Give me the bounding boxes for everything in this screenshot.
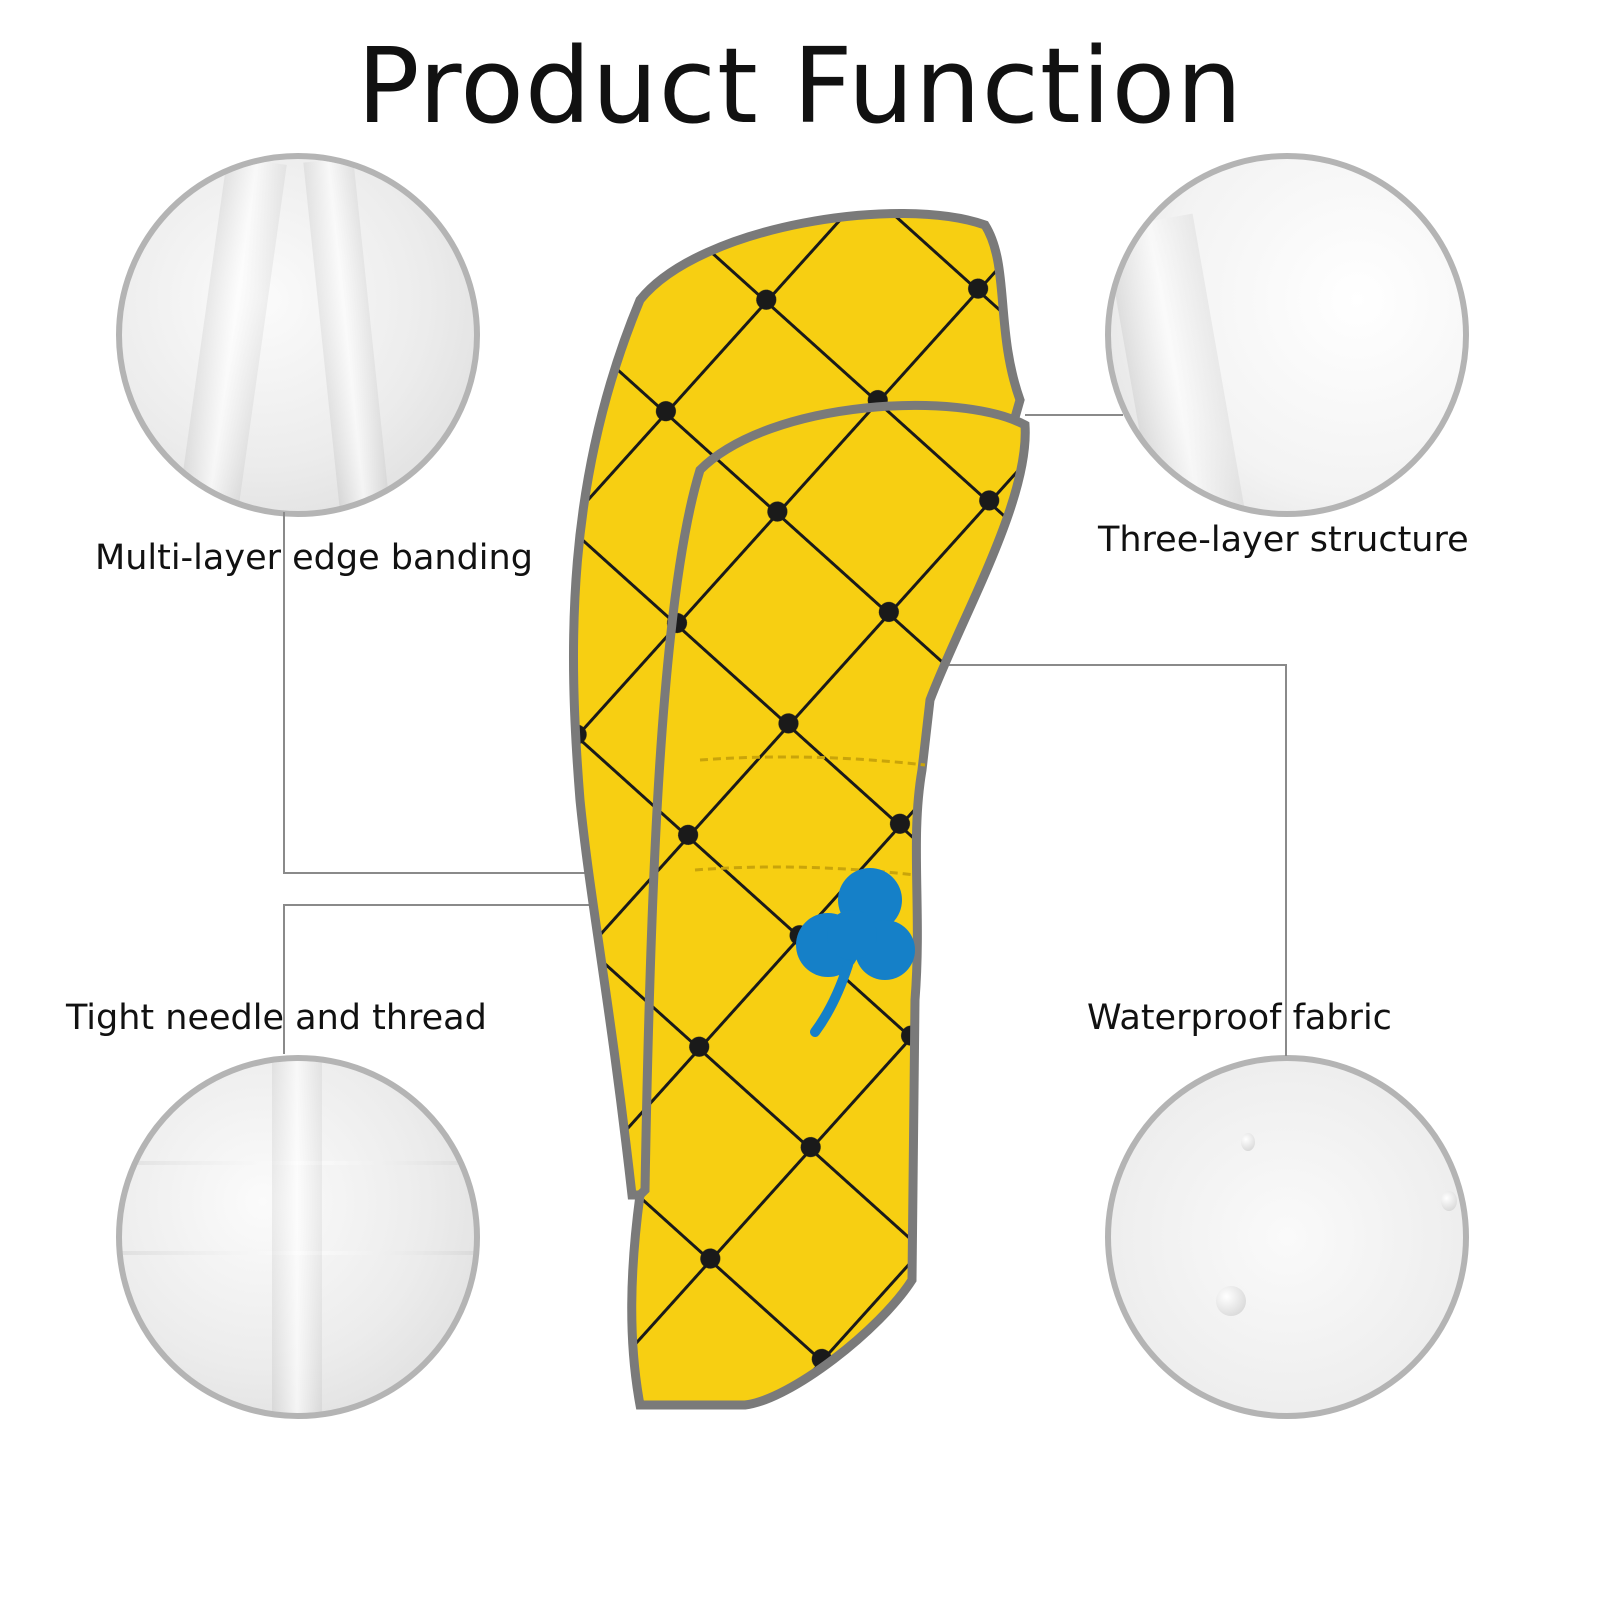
- feature-label-edge-banding: Multi-layer edge banding: [95, 538, 533, 578]
- connector-line: [283, 904, 598, 906]
- connector-line: [283, 872, 593, 874]
- feature-label-three-layer: Three-layer structure: [1098, 520, 1469, 560]
- detail-circle-waterproof: [1105, 1055, 1469, 1419]
- detail-circle-three-layer: [1105, 153, 1469, 517]
- clover-icon: [796, 868, 915, 1037]
- connector-line: [283, 512, 285, 874]
- feature-label-stitching: Tight needle and thread: [66, 998, 487, 1038]
- connector-line: [1285, 664, 1287, 1056]
- feature-label-waterproof: Waterproof fabric: [1087, 998, 1392, 1038]
- connector-line: [1025, 414, 1123, 416]
- detail-circle-edge-banding: [116, 153, 480, 517]
- headcover-front-panel: [627, 400, 1030, 1410]
- connector-line: [900, 664, 1287, 666]
- page-title: Product Function: [356, 25, 1244, 147]
- detail-circle-stitching: [116, 1055, 480, 1419]
- connector-line: [283, 904, 285, 1054]
